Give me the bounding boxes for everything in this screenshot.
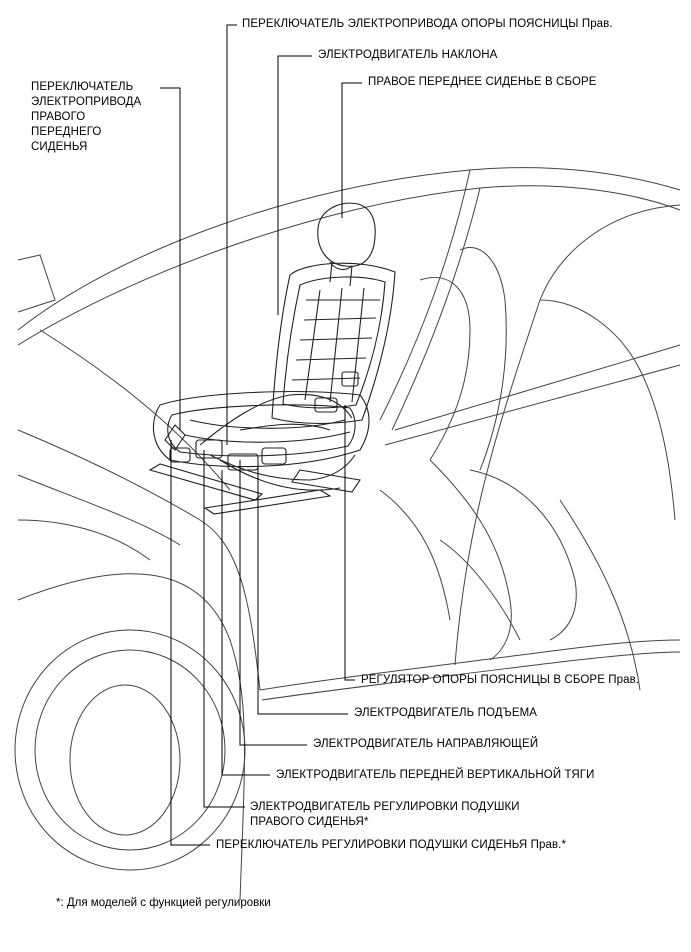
leader-front-vertical-motor (221, 470, 270, 776)
leader-lumbar-switch (226, 24, 237, 445)
label-cushion-motor: ЭЛЕКТРОДВИГАТЕЛЬ РЕГУЛИРОВКИ ПОДУШКИ ПРА… (250, 801, 520, 828)
leader-seat-assembly (341, 82, 362, 218)
leader-recline-motor (277, 55, 312, 315)
leader-lifter-motor (257, 465, 348, 715)
leader-cushion-motor (203, 450, 245, 808)
leader-slide-motor (239, 460, 307, 746)
label-lumbar-adjuster: РЕГУЛЯТОР ОПОРЫ ПОЯСНИЦЫ В СБОРЕ Прав. (361, 674, 640, 686)
leader-lines (160, 24, 362, 846)
label-lumbar-switch: ПЕРЕКЛЮЧАТЕЛЬ ЭЛЕКТРОПРИВОДА ОПОРЫ ПОЯСН… (242, 18, 613, 30)
car-body-outline (14, 167, 681, 901)
seat-assembly-drawing (148, 202, 396, 515)
leader-lumbar-adjuster (344, 405, 355, 681)
label-slide-motor: ЭЛЕКТРОДВИГАТЕЛЬ НАПРАВЛЯЮЩЕЙ (313, 738, 539, 750)
leader-cushion-switch (170, 440, 210, 846)
label-recline-motor: ЭЛЕКТРОДВИГАТЕЛЬ НАКЛОНА (318, 49, 498, 61)
label-power-seat-switch: ПЕРЕКЛЮЧАТЕЛЬ ЭЛЕКТРОПРИВОДА ПРАВОГО ПЕР… (31, 81, 142, 153)
label-seat-assembly: ПРАВОЕ ПЕРЕДНЕЕ СИДЕНЬЕ В СБОРЕ (368, 76, 597, 88)
label-front-vertical-motor: ЭЛЕКТРОДВИГАТЕЛЬ ПЕРЕДНЕЙ ВЕРТИКАЛЬНОЙ Т… (276, 769, 595, 781)
label-cushion-switch: ПЕРЕКЛЮЧАТЕЛЬ РЕГУЛИРОВКИ ПОДУШКИ СИДЕНЬ… (216, 839, 567, 851)
leader-power-seat-switch (160, 87, 181, 430)
footnote: *: Для моделей с функцией регулировки (56, 897, 271, 909)
label-lifter-motor: ЭЛЕКТРОДВИГАТЕЛЬ ПОДЪЕМА (354, 707, 538, 719)
